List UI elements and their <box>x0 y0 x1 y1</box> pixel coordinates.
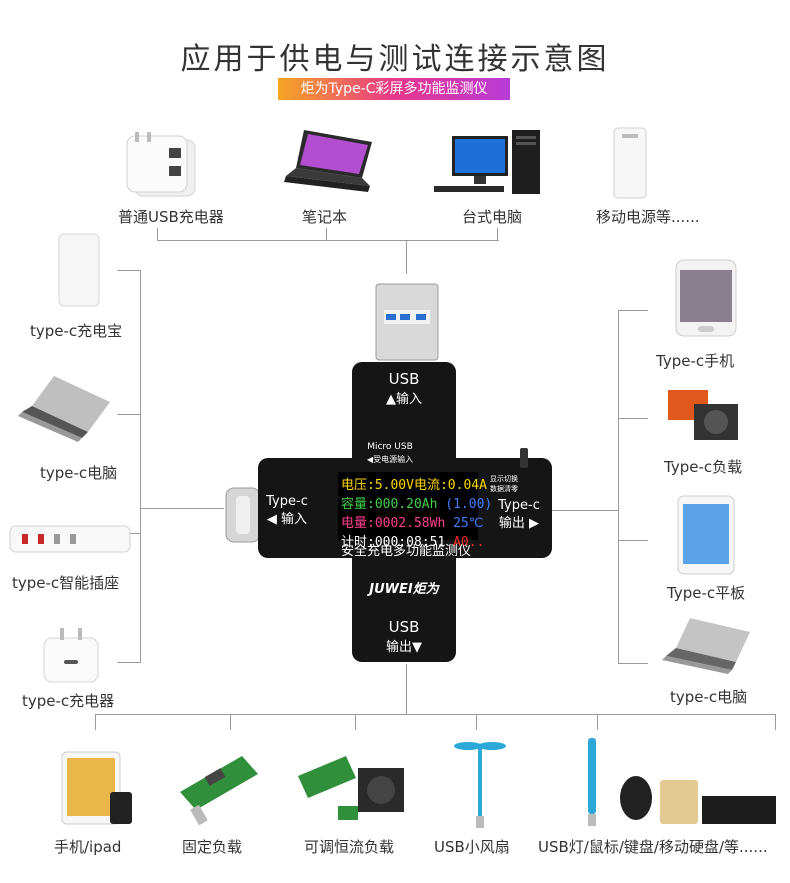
bottom-drop-6 <box>775 714 776 730</box>
energy-label: 电量: <box>341 516 375 531</box>
meter-display: 电压:5.00V电流:0.04A 容量:000.20Ah (1.00) 电量:0… <box>338 472 478 540</box>
typec-laptop-image <box>14 372 114 444</box>
right-branch-4 <box>618 663 648 664</box>
bottom-device-label-1: 手机/ipad <box>54 836 121 857</box>
bottom-device-label-2: 固定负载 <box>182 836 242 857</box>
diagram-title: 应用于供电与测试连接示意图 <box>0 34 790 78</box>
bottom-drop-5 <box>597 714 598 730</box>
voltage-value: 5.00V <box>375 478 414 493</box>
left-stem <box>140 508 224 509</box>
right-device-label-2: Type-c负载 <box>664 456 742 477</box>
micro-usb-sublabel: ◀受电源输入 <box>340 454 440 465</box>
usb-fan-image <box>452 738 508 830</box>
usb-charger-image <box>125 130 205 198</box>
laptop-image <box>282 126 378 198</box>
capacity-extra: (1.00) <box>445 497 492 512</box>
left-branch-4 <box>117 662 141 663</box>
micro-usb-label: Micro USB <box>340 442 440 452</box>
desktop-pc-image <box>432 128 544 198</box>
diagram-subtitle: 炬为Type-C彩屏多功能监测仪 <box>278 78 510 100</box>
typec-power-strip-image <box>8 520 136 560</box>
energy-value: 0002.58Wh <box>375 516 445 531</box>
top-bus-line <box>157 240 499 241</box>
power-bank-image <box>612 126 648 200</box>
meter-caption: 安全充电多功能监测仪 <box>316 540 496 559</box>
left-device-label-3: type-c智能插座 <box>12 572 119 593</box>
current-value: 0.04A <box>448 478 487 493</box>
top-device-label-4: 移动电源等...... <box>596 206 700 227</box>
screen-row-2: 容量:000.20Ah (1.00) <box>341 493 475 512</box>
bottom-drop-3 <box>355 714 356 730</box>
top-stem <box>406 240 407 274</box>
typec-plug-left <box>222 482 262 548</box>
top-device-label-1: 普通USB充电器 <box>118 206 224 227</box>
bottom-stem <box>406 664 407 714</box>
left-bus-line <box>140 270 141 663</box>
bottom-drop-2 <box>230 714 231 730</box>
right-branch-1 <box>618 310 648 311</box>
capacity-value: 000.20Ah <box>375 497 438 512</box>
screen-row-3: 电量:0002.58Wh 25℃ <box>341 512 475 531</box>
left-device-label-2: type-c电脑 <box>40 462 117 483</box>
switch-label-display: 显示切换 <box>484 474 524 484</box>
right-branch-3 <box>618 540 648 541</box>
typec-tablet-image <box>676 494 736 576</box>
switch-label-reset: 数据清零 <box>484 484 524 494</box>
right-bus-line <box>618 310 619 664</box>
fixed-load-image <box>172 752 264 828</box>
typec-charger-image <box>38 624 104 684</box>
typec-in-sublabel: ◀ 输入 <box>262 508 312 527</box>
top-drop-3 <box>497 228 498 240</box>
left-branch-2 <box>117 414 141 415</box>
right-branch-2 <box>618 418 648 419</box>
temperature-value: 25℃ <box>453 516 483 531</box>
bottom-device-label-4: USB小风扇 <box>434 836 510 857</box>
right-stem <box>552 510 619 511</box>
bottom-device-label-3: 可调恒流负载 <box>304 836 394 857</box>
top-drop-2 <box>326 228 327 240</box>
brand-logo: JUWEI炬为 <box>352 578 456 597</box>
top-device-label-2: 笔记本 <box>302 206 347 227</box>
top-drop-1 <box>157 228 158 240</box>
left-device-label-1: type-c充电宝 <box>30 320 122 341</box>
phone-ipad-image <box>60 748 136 826</box>
usb-in-label: USB <box>352 370 456 388</box>
typec-load-image <box>664 380 744 446</box>
bottom-device-label-5: USB灯/鼠标/键盘/移动硬盘/等...... <box>538 836 768 857</box>
bottom-drop-4 <box>476 714 477 730</box>
typec-powerbank-image <box>55 232 103 308</box>
typec-out-sublabel: 输出 ▶ <box>494 512 544 531</box>
top-device-label-3: 台式电脑 <box>462 206 522 227</box>
typec-in-label: Type-c <box>262 494 312 509</box>
screen-row-1: 电压:5.00V电流:0.04A <box>341 474 475 493</box>
usb-out-sublabel: 输出▼ <box>352 636 456 655</box>
right-device-label-3: Type-c平板 <box>667 582 745 603</box>
capacity-label: 容量: <box>341 497 375 512</box>
typec-out-label: Type-c <box>494 498 544 513</box>
bottom-drop-1 <box>95 714 96 730</box>
typec-phone-image <box>674 258 738 338</box>
adjustable-load-image <box>294 748 414 830</box>
current-label: 电流: <box>414 478 448 493</box>
usb-light-mouse-keyboard-image <box>582 738 782 830</box>
left-device-label-4: type-c充电器 <box>22 690 114 711</box>
typec-laptop-right-image <box>660 614 754 680</box>
bottom-bus-line <box>95 714 775 715</box>
usb-in-sublabel: ▲输入 <box>352 388 456 407</box>
usb-a-plug <box>374 282 440 362</box>
left-branch-1 <box>117 270 141 271</box>
right-device-label-4: type-c电脑 <box>670 686 747 707</box>
voltage-label: 电压: <box>341 478 375 493</box>
right-device-label-1: Type-c手机 <box>656 350 734 371</box>
mode-switch[interactable] <box>520 448 528 468</box>
usb-out-label: USB <box>352 618 456 636</box>
